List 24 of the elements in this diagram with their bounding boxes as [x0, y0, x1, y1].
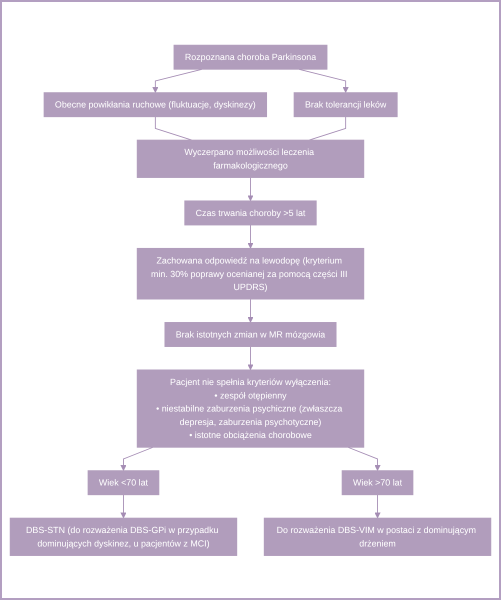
- arrow: [120, 494, 126, 518]
- node-box: [136, 139, 364, 178]
- arrow: [374, 494, 381, 518]
- arrow: [152, 68, 202, 92]
- node-box: [10, 517, 238, 556]
- node-box: [136, 248, 364, 300]
- node-box: [264, 517, 492, 556]
- node-box: [136, 369, 364, 448]
- connector: [154, 116, 192, 140]
- node-box: [184, 200, 317, 226]
- node-box: [174, 44, 328, 70]
- node-box: [294, 92, 398, 117]
- arrow: [248, 346, 254, 370]
- node-box: [342, 470, 414, 495]
- arrow: [248, 224, 254, 248]
- arrow: [348, 446, 381, 470]
- arrow: [248, 176, 254, 201]
- node-box: [164, 322, 337, 347]
- node-box: [88, 470, 160, 495]
- arrow: [120, 446, 154, 470]
- connector: [308, 116, 346, 140]
- arrow: [248, 298, 254, 322]
- arrow: [298, 68, 349, 92]
- node-box: [44, 92, 268, 117]
